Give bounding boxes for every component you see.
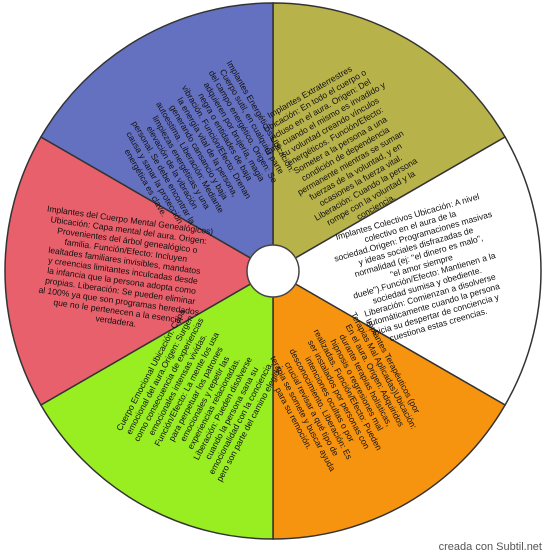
wheel-segment — [39, 2, 274, 273]
wheel-segment — [272, 269, 507, 540]
segment-text: Implantes Colectivos Ubicación: A nivelc… — [327, 189, 518, 352]
center-hub — [246, 244, 300, 298]
wheel-segment — [39, 269, 274, 540]
credit-text: creada con Subtil.net — [438, 541, 542, 553]
wheel-segment — [272, 2, 507, 273]
segment-label: Implantes Colectivos Ubicación: A nivelc… — [327, 189, 518, 352]
wheel-segment — [271, 135, 542, 407]
segments-layer — [4, 2, 542, 540]
wheel-segment — [4, 135, 275, 407]
